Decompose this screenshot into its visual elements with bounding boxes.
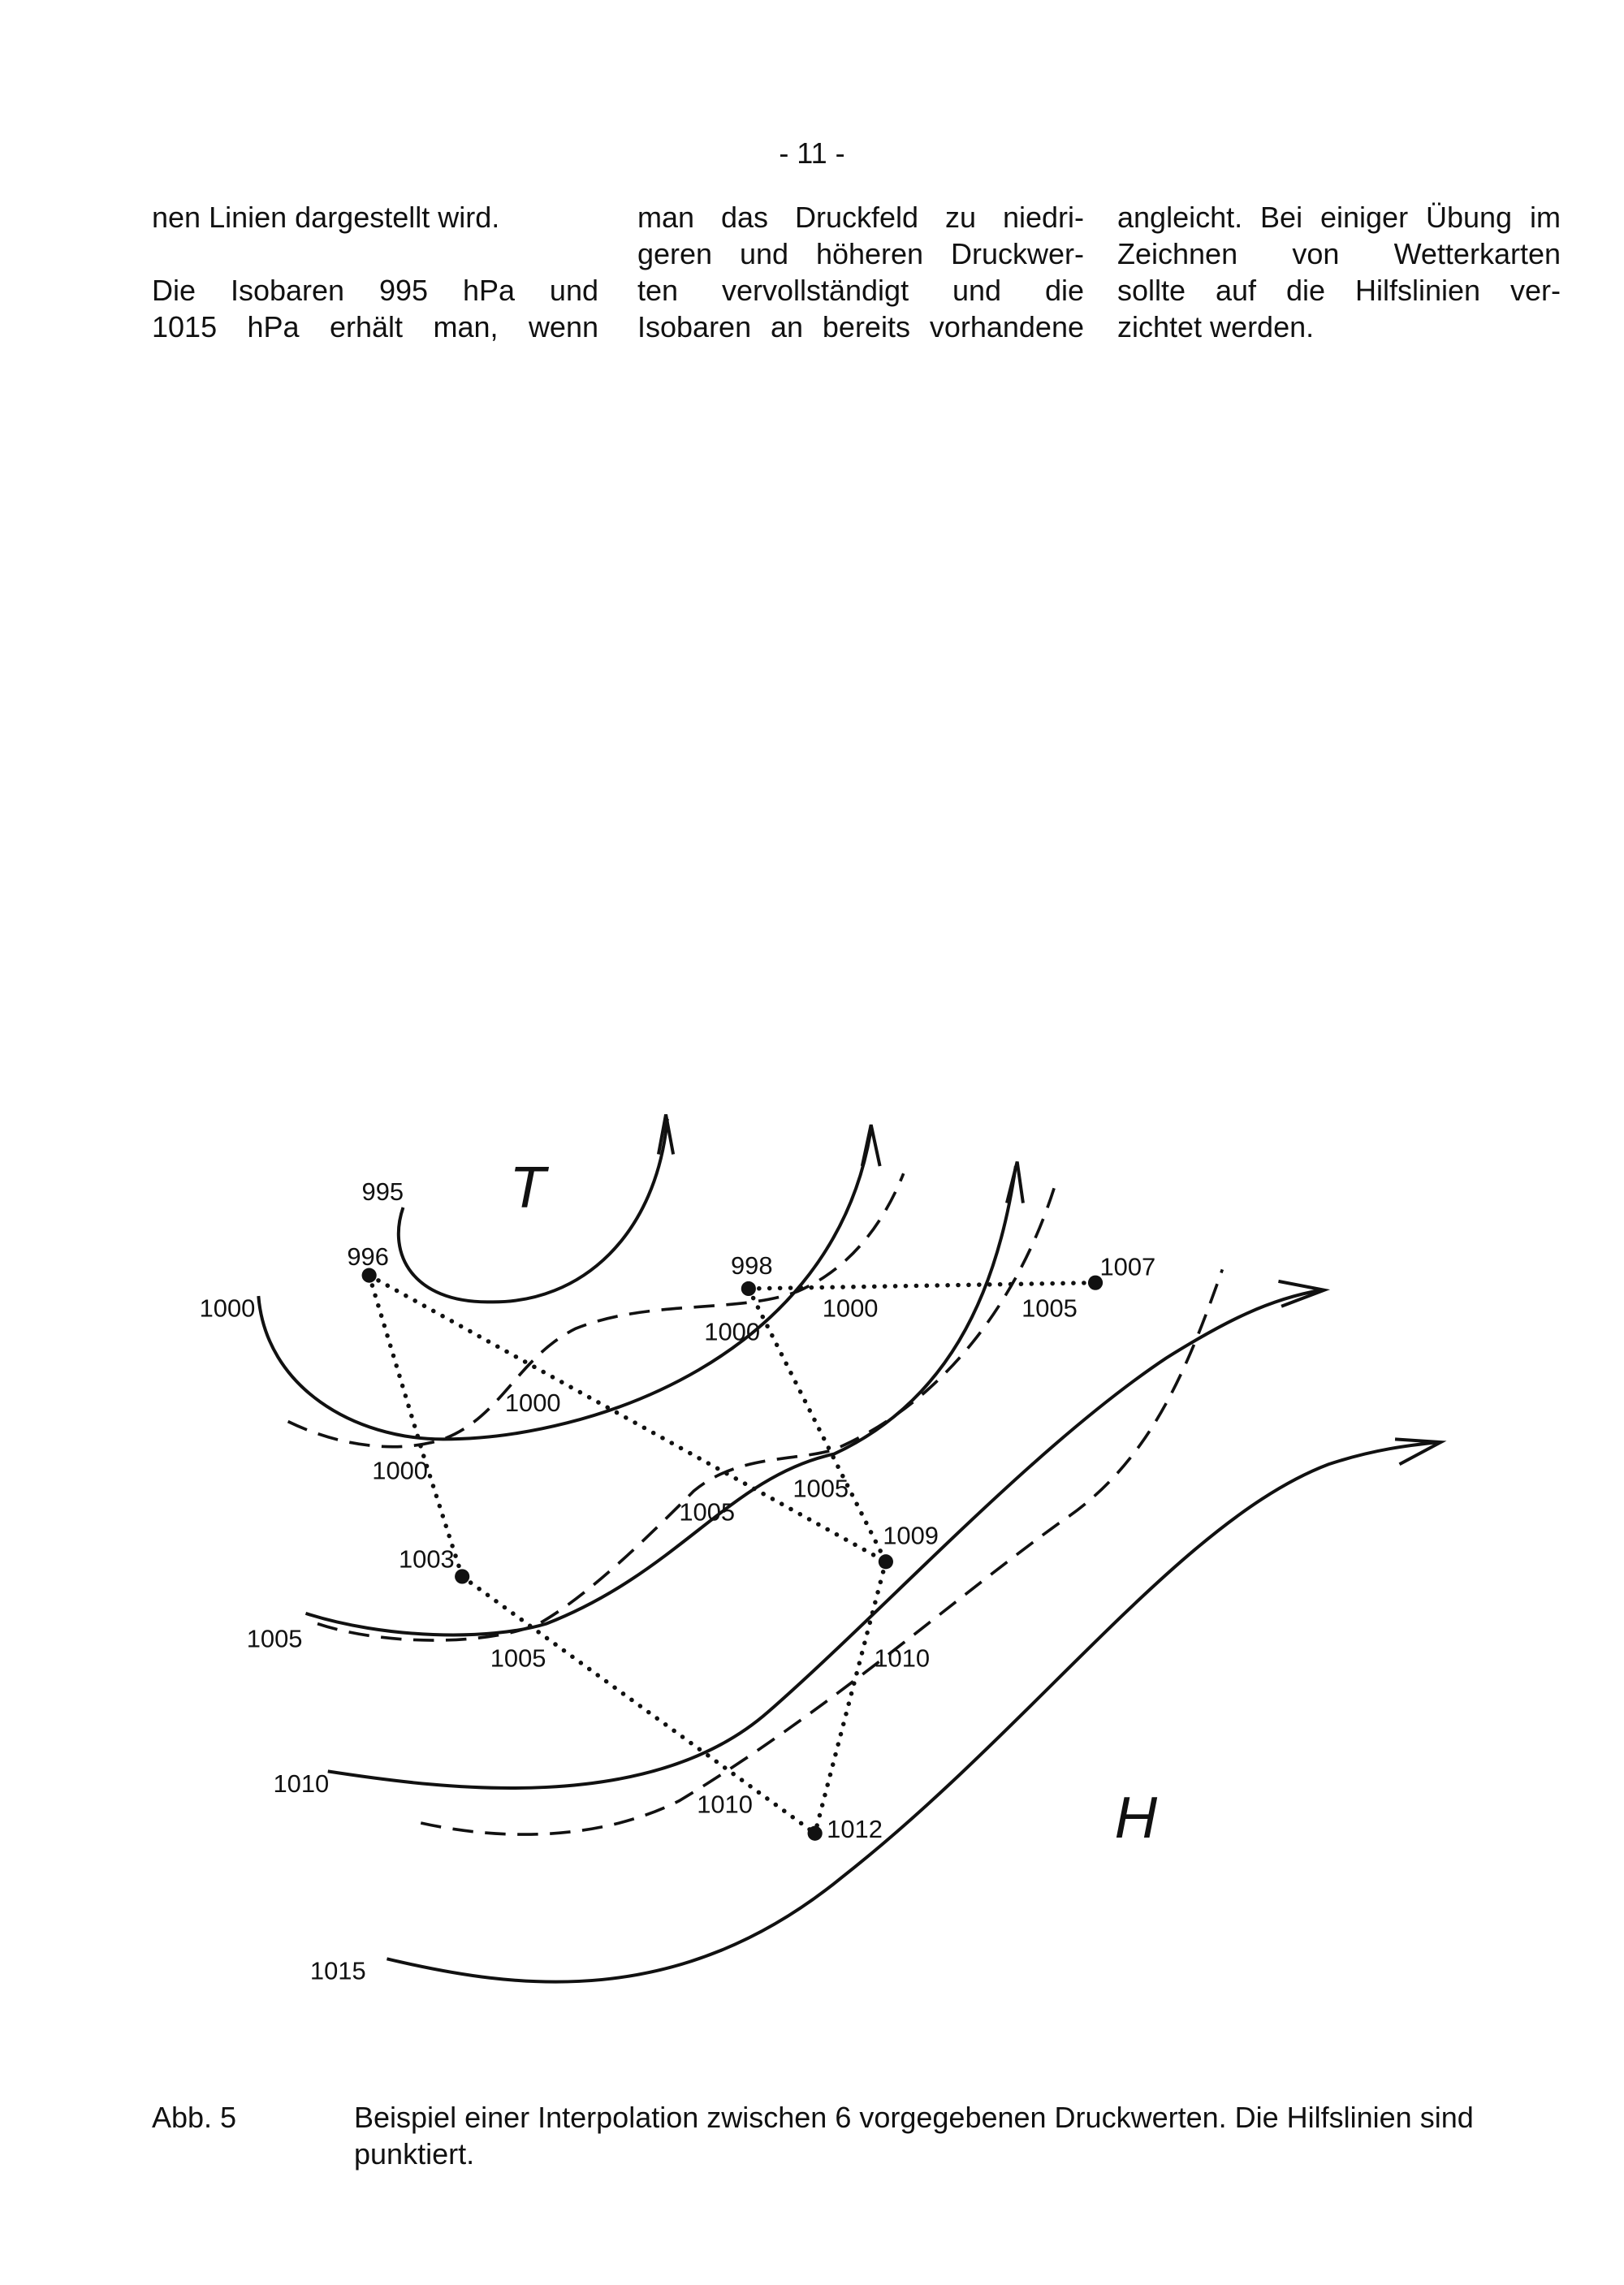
station-points (361, 1268, 1104, 1841)
isobar-995 (396, 1118, 669, 1304)
text-line: Isobaren an bereits vorhandene (637, 310, 1084, 343)
interpolated-label: 1000 (704, 1318, 760, 1346)
text-line: sollte auf die Hilfslinien ver- (1117, 274, 1561, 307)
text-line: nen Linien dargestellt wird. (152, 201, 500, 234)
interpolated-label: 1005 (793, 1474, 849, 1502)
text-line: ten vervollständigt und die (637, 274, 1084, 307)
arrow-head-icon (860, 1124, 882, 1167)
interpolated-label: 1010 (874, 1644, 930, 1672)
text-line: 1015 hPa erhält man, wenn (152, 310, 598, 343)
dashed-isobar-1005 (317, 1187, 1056, 1642)
station-dot (455, 1569, 470, 1584)
text-column-2: man das Druckfeld zu niedri- geren und h… (637, 199, 1084, 345)
dashed-isobar-1000 (287, 1173, 905, 1449)
isobar-label: 1015 (310, 1957, 366, 1985)
isobar-1010 (327, 1288, 1322, 1790)
station-label: 1003 (399, 1545, 455, 1574)
low-pressure-symbol: T (509, 1155, 549, 1220)
figure-caption-label: Abb. 5 (152, 2101, 237, 2134)
arrow-head-icon (1394, 1437, 1447, 1466)
page-number: - 11 - (779, 136, 845, 170)
solid-isobars (257, 1114, 1447, 1984)
text-line: Die Isobaren 995 hPa und (152, 274, 598, 307)
dashed-isobar-1010 (420, 1268, 1224, 1836)
station-label: 1012 (827, 1815, 883, 1843)
isobar-label: 1010 (273, 1769, 329, 1798)
isobar-1000 (257, 1129, 873, 1441)
station-dot (361, 1268, 377, 1283)
isobar-label: 1000 (200, 1294, 256, 1323)
dotted-helper-lines (366, 1272, 1098, 1836)
isobar-1015 (387, 1441, 1440, 1984)
interpolated-label: 1000 (823, 1294, 879, 1323)
high-pressure-symbol: H (1115, 1785, 1158, 1851)
interpolated-label: 1000 (372, 1456, 428, 1484)
text-line: zichtet werden. (1117, 310, 1315, 343)
interpolated-label: 1010 (697, 1790, 753, 1818)
isobar-1005 (304, 1165, 1017, 1637)
station-label: 1007 (1099, 1253, 1155, 1281)
isobar-label: 995 (362, 1177, 404, 1206)
arrow-head-icon (1278, 1279, 1331, 1308)
station-label: 996 (347, 1242, 389, 1271)
figure-caption-text: Beispiel einer Interpolation zwischen 6 … (354, 2101, 1474, 2171)
station-label: 998 (731, 1251, 773, 1280)
text-line: geren und höheren Druckwer- (637, 237, 1084, 270)
station-dot (807, 1825, 823, 1841)
interpolated-label: 1005 (1021, 1294, 1078, 1323)
station-dot (878, 1554, 893, 1570)
isobar-label: 1005 (247, 1625, 303, 1653)
dashed-isobars (287, 1173, 1224, 1836)
interpolated-label: 1005 (679, 1497, 735, 1526)
text-line: angleicht. Bei einiger Übung im (1117, 201, 1561, 234)
text-line: Zeichnen von Wetterkarten (1117, 237, 1561, 270)
text-line: man das Druckfeld zu niedri- (637, 201, 1084, 234)
arrow-head-icon (656, 1114, 676, 1155)
station-label: 1009 (883, 1521, 939, 1549)
station-dot (1087, 1275, 1104, 1290)
station-dot (741, 1281, 756, 1297)
arrow-head-icon (1005, 1161, 1025, 1204)
text-column-3: angleicht. Bei einiger Übung im Zeichnen… (1117, 199, 1561, 345)
text-column-1: nen Linien dargestellt wird. Die Isobare… (152, 199, 598, 345)
interpolated-label: 1005 (490, 1644, 546, 1672)
interpolated-label: 1000 (505, 1389, 561, 1417)
